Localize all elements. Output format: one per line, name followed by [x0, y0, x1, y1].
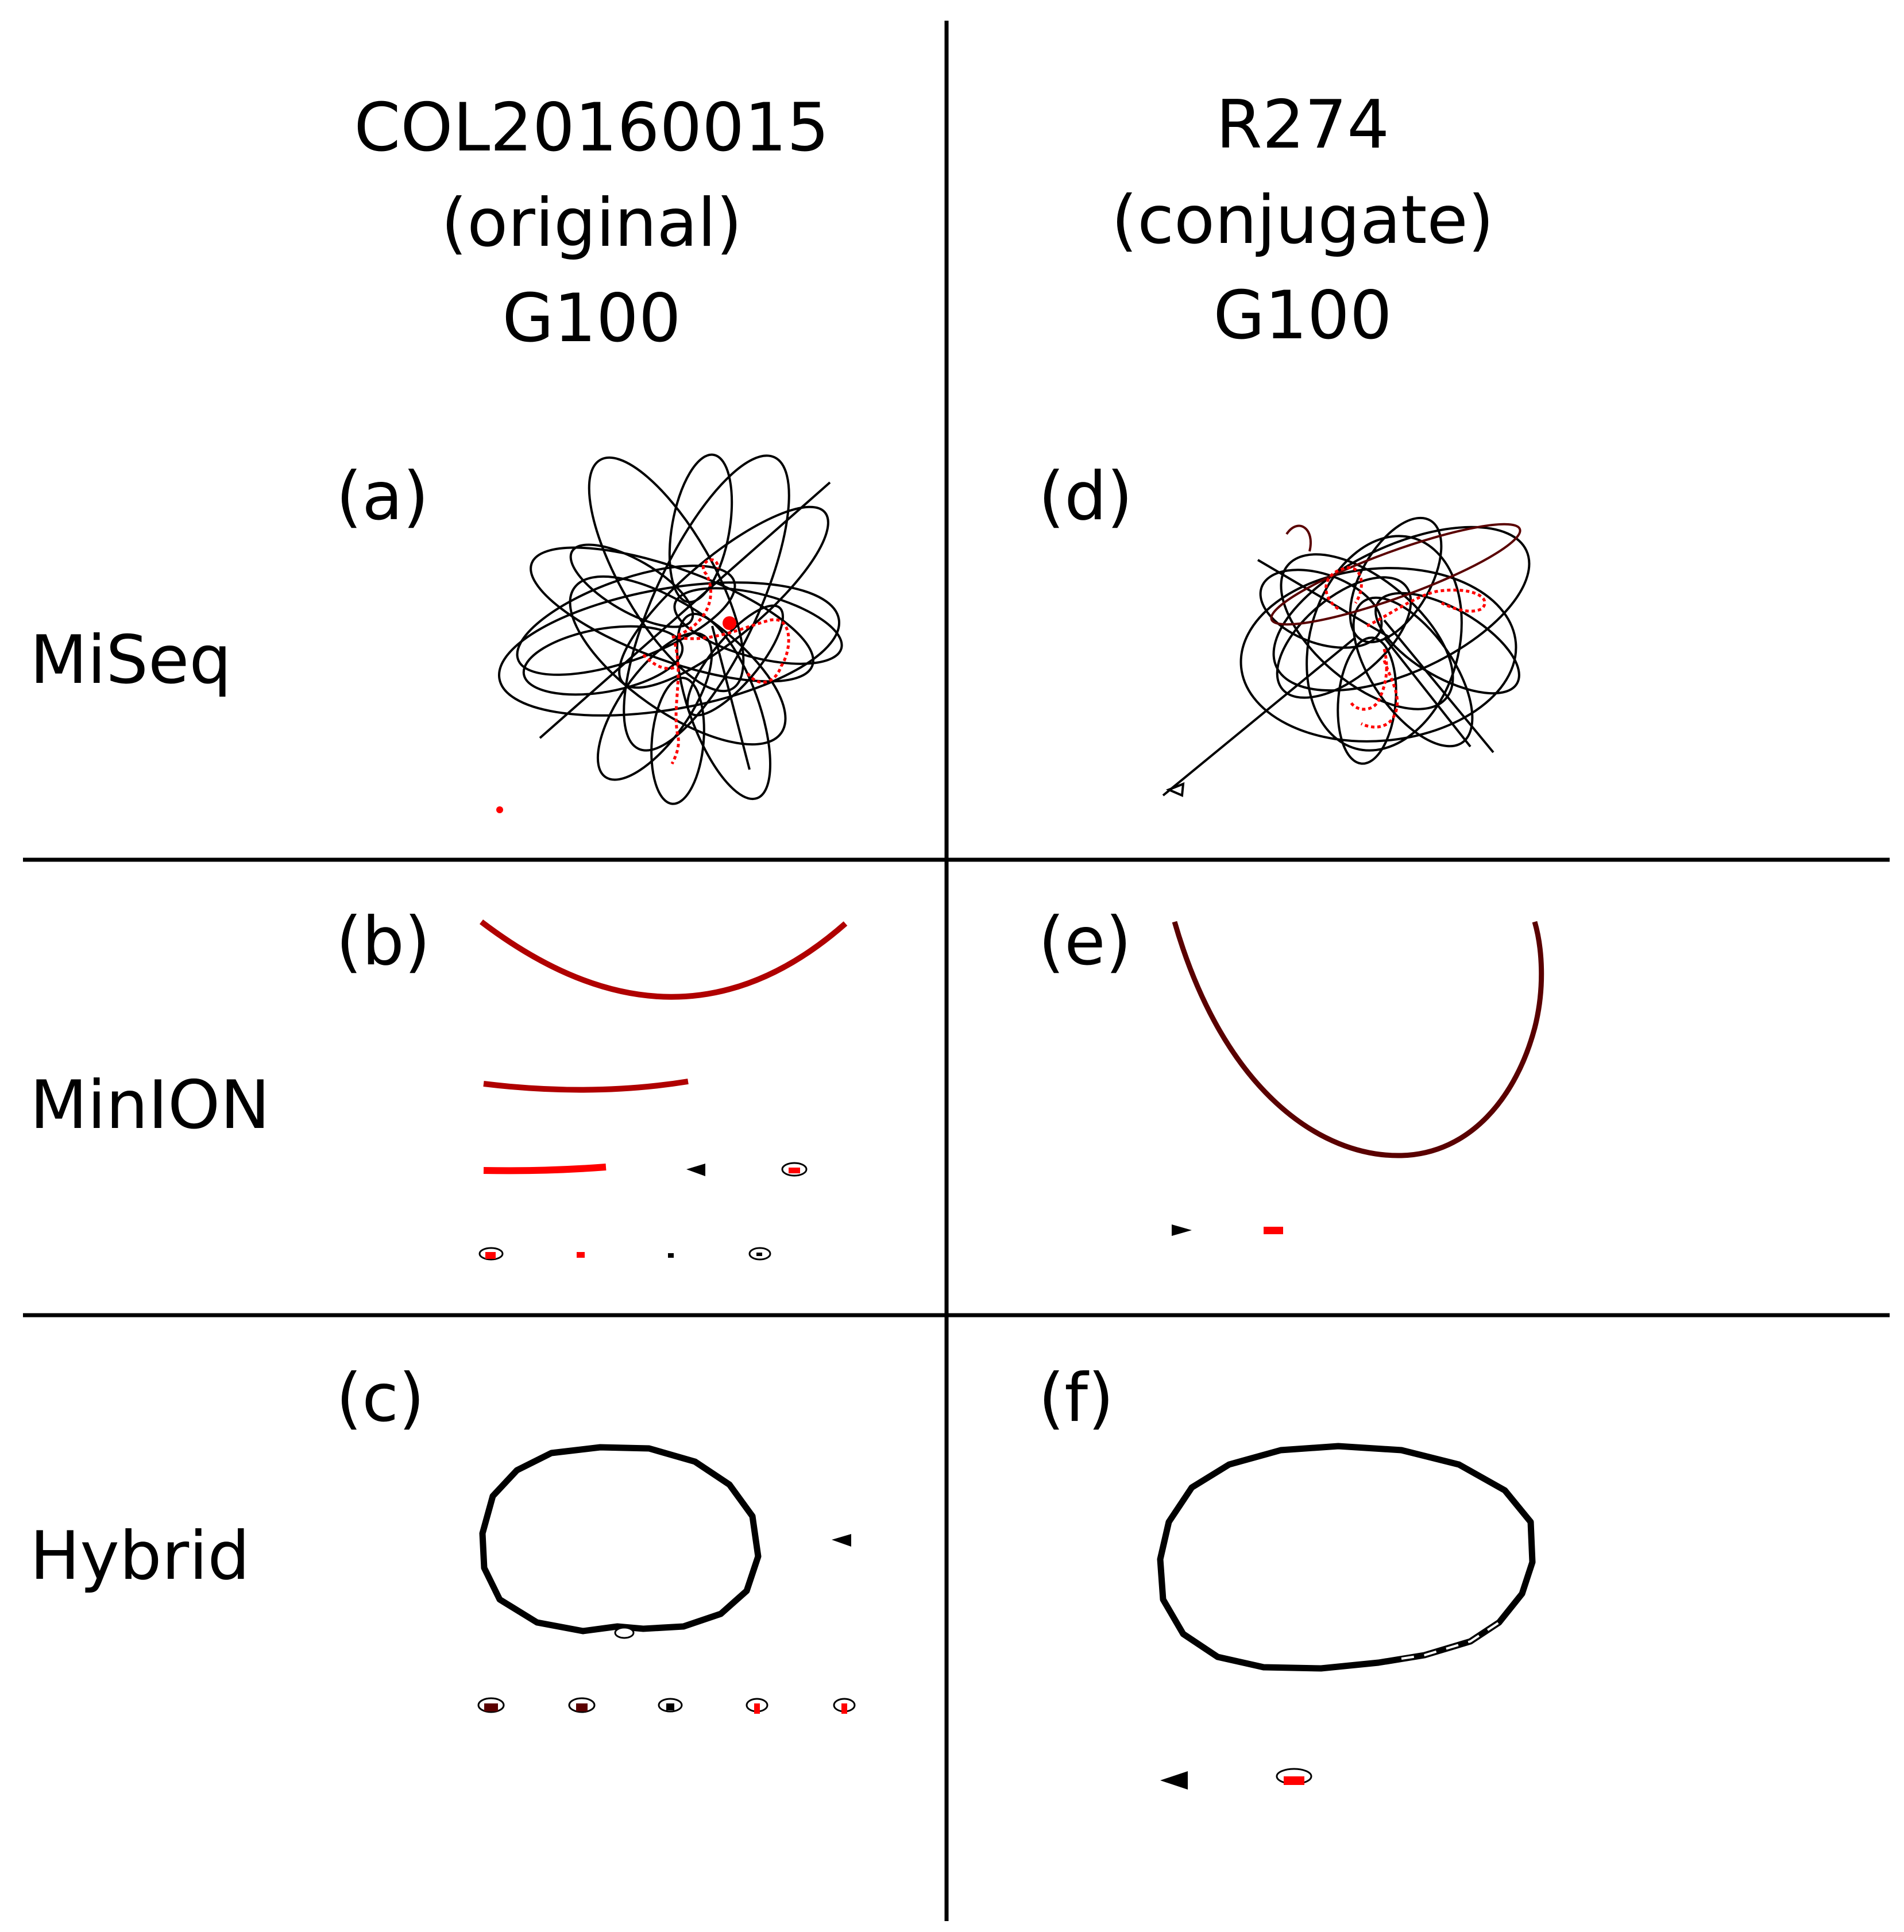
column-header-line: G100	[1213, 277, 1392, 354]
assembly-graph-a-red	[642, 558, 790, 765]
column-header-line: R274	[1215, 86, 1389, 164]
assembly-graph-d-dark	[1270, 523, 1521, 626]
contig-c-2	[832, 1534, 851, 1547]
contig-c-4	[568, 1697, 596, 1713]
assembly-graph-d	[1162, 516, 1531, 797]
contig-f-1-segments	[1401, 1621, 1500, 1660]
column-header-line: G100	[502, 280, 681, 357]
contig-c-3	[477, 1697, 505, 1713]
column-header-conjugate: R274 (conjugate) G100	[958, 78, 1647, 364]
assembly-graph-d-red	[1324, 566, 1486, 729]
contig-b-3	[483, 1164, 607, 1174]
row-label-minion: MinION	[30, 1067, 271, 1144]
panel-label-e: (e)	[1038, 903, 1131, 980]
red-node-a-small	[496, 806, 503, 813]
row-label-miseq: MiSeq	[30, 621, 231, 699]
panel-label-a: (a)	[336, 458, 429, 535]
red-node-a	[723, 616, 736, 630]
contig-c-5	[658, 1698, 683, 1713]
contig-c-1-node	[614, 1626, 635, 1639]
contig-b-4	[686, 1164, 705, 1176]
contig-f-2	[1160, 1771, 1188, 1790]
column-header-line: (conjugate)	[1111, 181, 1494, 259]
panel-label-f: (f)	[1038, 1359, 1114, 1437]
contig-c-6	[746, 1698, 768, 1714]
contig-e-1	[1172, 921, 1544, 1158]
column-header-line: (original)	[441, 184, 743, 262]
assembly-graph-a	[497, 453, 843, 805]
panel-label-d: (d)	[1038, 458, 1133, 535]
row-label-hybrid: Hybrid	[30, 1517, 250, 1595]
contig-b-6	[478, 1247, 504, 1261]
column-header-line: COL20160015	[354, 89, 829, 167]
contig-b-1	[479, 919, 848, 1000]
contig-b-9	[748, 1247, 771, 1261]
small-node-d	[1165, 782, 1185, 797]
column-header-original: COL20160015 (original) G100	[247, 80, 936, 366]
contig-c-7	[833, 1698, 856, 1714]
panel-label-c: (c)	[336, 1359, 425, 1437]
contig-f-3	[1276, 1768, 1312, 1785]
contig-e-3	[1264, 1227, 1283, 1234]
contig-c-1	[479, 1444, 762, 1635]
contig-b-7	[577, 1252, 585, 1258]
contig-b-2	[483, 1079, 689, 1093]
contig-e-2	[1172, 1224, 1192, 1236]
contig-f-1	[1157, 1443, 1536, 1672]
contig-b-8	[668, 1253, 674, 1258]
contig-b-5	[781, 1162, 808, 1177]
panel-label-b: (b)	[336, 903, 431, 980]
